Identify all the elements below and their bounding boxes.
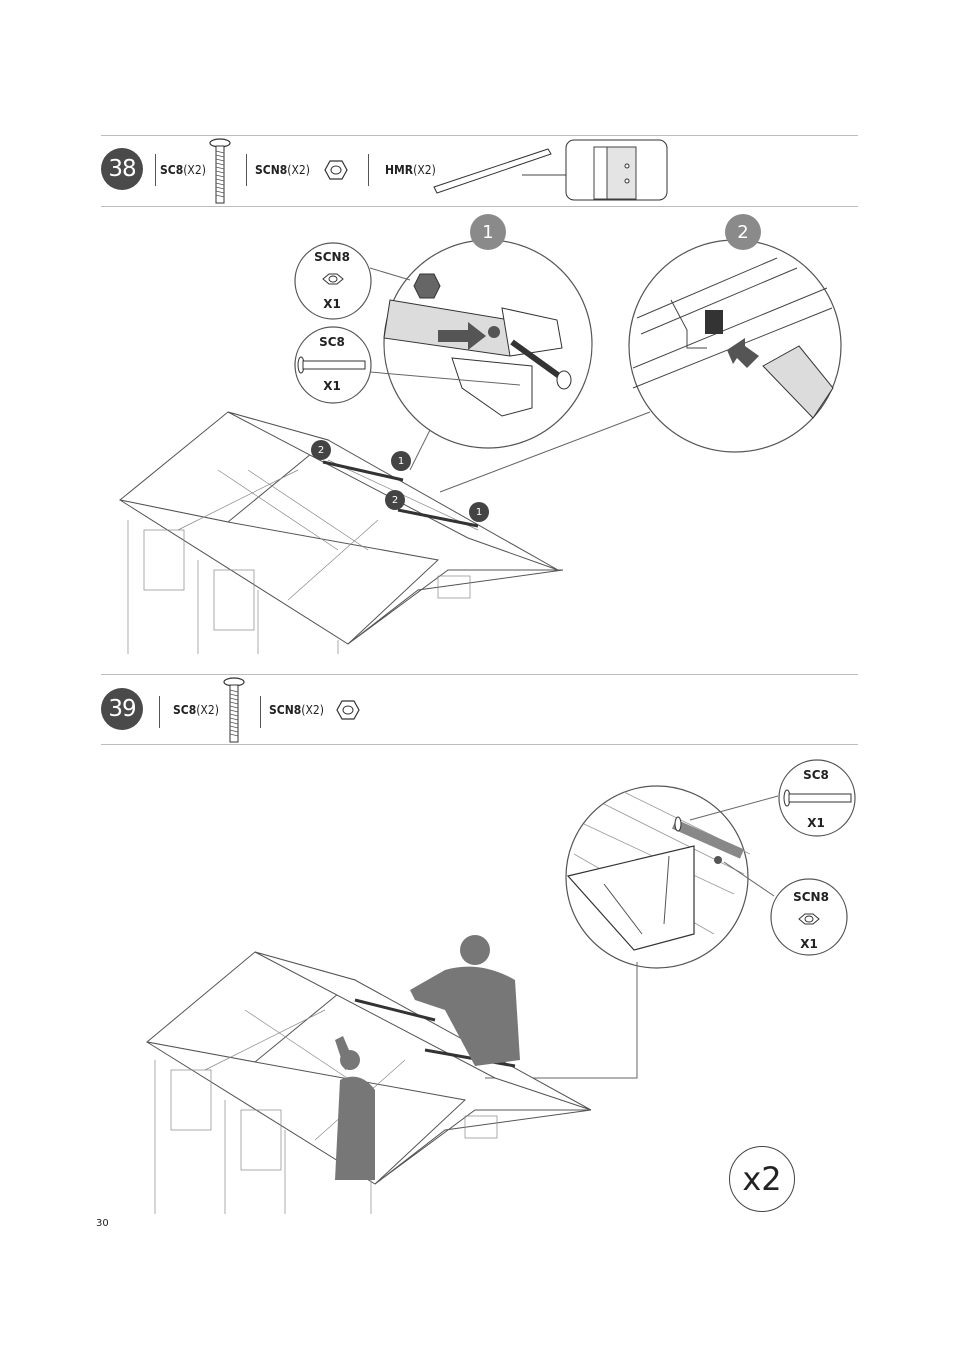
page-number: 30 bbox=[96, 1218, 109, 1229]
callout-sc8-title: SC8 bbox=[803, 768, 829, 782]
callout-scn8-title: SCN8 bbox=[314, 250, 350, 264]
divider bbox=[260, 696, 261, 728]
step38-bottom-rule bbox=[101, 206, 858, 207]
divider bbox=[155, 154, 156, 186]
callout-scn8-qty: X1 bbox=[800, 937, 818, 951]
marker-1: 1 bbox=[391, 451, 411, 471]
callout-scn8-title: SCN8 bbox=[793, 890, 829, 904]
leader-lines bbox=[485, 795, 779, 1079]
callout-circle-sc8 bbox=[294, 326, 372, 404]
bolt-icon bbox=[209, 138, 231, 204]
part-sc8: SC8(X2) bbox=[160, 163, 206, 177]
detail-number-1: 1 bbox=[470, 214, 506, 250]
part-hmr: HMR(X2) bbox=[385, 163, 436, 177]
part-scn8: SCN8(X2) bbox=[269, 703, 324, 717]
callout-circle-scn8 bbox=[770, 878, 848, 956]
marker-2: 2 bbox=[311, 440, 331, 460]
shed-illustration bbox=[118, 411, 564, 654]
step39-bottom-rule bbox=[101, 744, 858, 745]
callout-sc8-title: SC8 bbox=[319, 335, 345, 349]
shed-illustration-people bbox=[145, 935, 592, 1214]
callout-sc8-qty: X1 bbox=[807, 816, 825, 830]
detail-circle-bracket bbox=[565, 785, 751, 969]
detail-circle-2 bbox=[628, 239, 842, 453]
divider bbox=[246, 154, 247, 186]
callout-circle-sc8 bbox=[778, 759, 856, 837]
callout-sc8-qty: X1 bbox=[323, 379, 341, 393]
step38-number: 38 bbox=[101, 148, 143, 190]
callout-scn8-qty: X1 bbox=[323, 297, 341, 311]
repeat-x2-badge: x2 bbox=[729, 1146, 795, 1212]
step38-top-rule bbox=[101, 135, 858, 136]
detail-number-2: 2 bbox=[725, 214, 761, 250]
divider bbox=[368, 154, 369, 186]
detail-circle-1 bbox=[383, 239, 593, 449]
bolt-icon bbox=[223, 677, 245, 743]
bar-icon bbox=[433, 139, 668, 201]
part-sc8: SC8(X2) bbox=[173, 703, 219, 717]
leader-lines bbox=[369, 267, 651, 493]
nut-icon bbox=[336, 700, 360, 720]
marker-1: 1 bbox=[469, 502, 489, 522]
marker-2: 2 bbox=[385, 490, 405, 510]
step39-number: 39 bbox=[101, 688, 143, 730]
callout-circle-scn8 bbox=[294, 242, 372, 320]
step39-top-rule bbox=[101, 674, 858, 675]
part-scn8: SCN8(X2) bbox=[255, 163, 310, 177]
divider bbox=[159, 696, 160, 728]
nut-icon bbox=[324, 160, 348, 180]
